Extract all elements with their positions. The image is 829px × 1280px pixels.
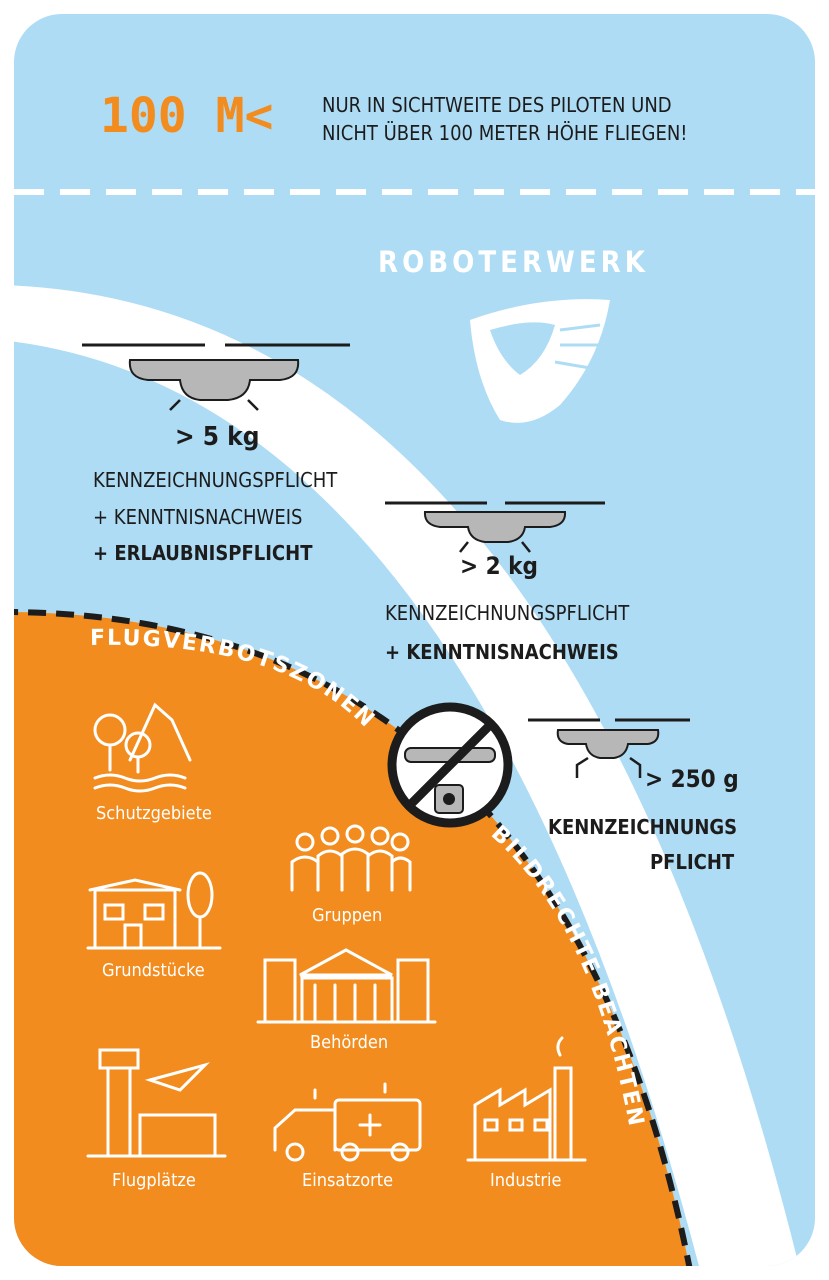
brand-name: ROBOTERWERK: [378, 245, 649, 279]
rule-line-2: NICHT ÜBER 100 METER HÖHE FLIEGEN!: [322, 121, 688, 145]
government-building-icon: [256, 948, 437, 1024]
airport-icon: [86, 1048, 227, 1158]
zone-label-schutzgebiete: Schutzgebiete: [96, 803, 212, 824]
heavy-line-3: + ERLAUBNISPFLICHT: [93, 541, 313, 565]
weight-heavy: > 5 kg: [175, 422, 260, 452]
drone-heavy-icon: [82, 343, 350, 411]
zone-label-einsatzorte: Einsatzorte: [302, 1170, 394, 1191]
weight-light: > 250 g: [645, 765, 739, 793]
heavy-line-1: KENNZEICHNUNGSPFLICHT: [93, 468, 338, 492]
emergency-vehicles-icon: [273, 1082, 422, 1162]
zone-label-flugplaetze: Flugplätze: [112, 1170, 196, 1191]
medium-line-1: KENNZEICHNUNGSPFLICHT: [385, 601, 630, 625]
heavy-line-2: + KENNTNISNACHWEIS: [93, 505, 303, 529]
drone-light-icon: [528, 718, 690, 778]
crowd-icon: [290, 824, 412, 892]
no-camera-drone-icon: [387, 702, 513, 828]
zone-label-behoerden: Behörden: [310, 1032, 389, 1053]
light-line-2: PFLICHT: [650, 850, 735, 874]
zone-label-grundstuecke: Grundstücke: [102, 960, 205, 981]
nature-reserve-icon: [93, 702, 192, 793]
light-line-1: KENNZEICHNUNGS: [548, 815, 738, 839]
zone-label-industrie: Industrie: [490, 1170, 562, 1191]
medium-line-2: + KENNTNISNACHWEIS: [385, 640, 619, 664]
zone-label-gruppen: Gruppen: [312, 905, 383, 926]
rule-line-1: NUR IN SICHTWEITE DES PILOTEN UND: [322, 93, 672, 117]
flight-zone-arc: [14, 285, 800, 1266]
factory-icon: [466, 1036, 587, 1162]
property-icon: [86, 871, 222, 950]
height-limit-label: 100 M<: [100, 88, 274, 144]
drone-medium-icon: [385, 501, 605, 553]
weight-medium: > 2 kg: [460, 552, 538, 580]
eye-logo-icon: [470, 299, 610, 423]
